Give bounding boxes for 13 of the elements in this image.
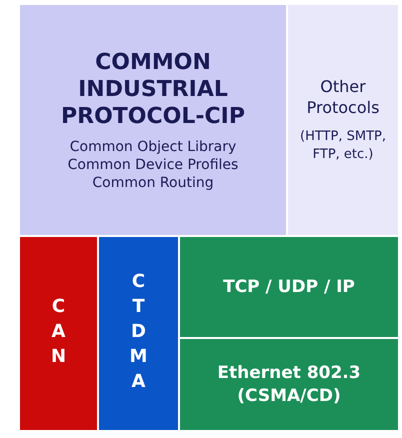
- block-heading: Other Protocols: [306, 76, 380, 118]
- network-layer-block: [180, 237, 398, 337]
- block-heading: COMMON INDUSTRIAL PROTOCOL-CIP: [60, 48, 246, 130]
- block-description: (HTTP, SMTP, FTP, etc.): [299, 128, 387, 164]
- protocol-layer-block: [20, 5, 286, 235]
- vertical-label: CAN: [48, 296, 69, 371]
- network-layer-block: [99, 237, 178, 430]
- network-layer-block: [20, 237, 97, 430]
- block-description: Common Object Library Common Device Profiles Common Routing: [66, 138, 240, 192]
- network-layer-block: [180, 339, 398, 430]
- block-label: TCP / UDP / IP: [222, 276, 356, 298]
- vertical-label: CTDMA: [128, 271, 149, 396]
- block-label: Ethernet 802.3 (CSMA/CD): [216, 362, 362, 408]
